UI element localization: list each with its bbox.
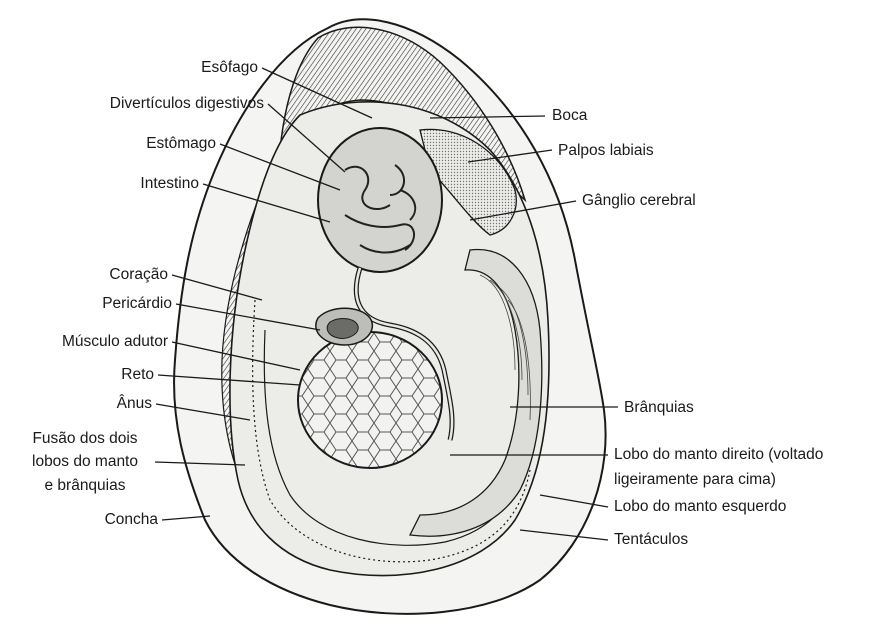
label-fusao-2: lobos do manto — [32, 453, 138, 470]
stomach-mass — [318, 128, 442, 272]
label-concha: Concha — [105, 511, 159, 528]
label-lobo-direito-1: Lobo do manto direito (voltado — [614, 446, 823, 463]
label-branquias: Brânquias — [624, 399, 694, 416]
label-lobo-esquerdo: Lobo do manto esquerdo — [614, 498, 786, 515]
label-tentaculos: Tentáculos — [614, 531, 688, 548]
label-ganglio: Gânglio cerebral — [582, 192, 696, 209]
label-esofago: Esôfago — [201, 59, 258, 76]
heart — [327, 319, 358, 339]
label-fusao-3: e brânquias — [44, 477, 125, 494]
label-fusao-1: Fusão dos dois — [32, 430, 137, 447]
label-musculo-adutor: Músculo adutor — [62, 333, 168, 350]
label-anus: Ânus — [117, 395, 153, 412]
label-estomago: Estômago — [146, 135, 216, 152]
label-coracao: Coração — [109, 266, 168, 283]
label-lobo-direito-2: ligeiramente para cima) — [614, 471, 776, 488]
label-diverticulos: Divertículos digestivos — [110, 95, 264, 112]
label-intestino: Intestino — [140, 175, 199, 192]
label-pericardio: Pericárdio — [102, 295, 172, 312]
label-reto: Reto — [121, 366, 154, 383]
label-palpos: Palpos labiais — [558, 142, 654, 159]
label-boca: Boca — [552, 107, 588, 124]
adductor-muscle — [298, 332, 442, 468]
